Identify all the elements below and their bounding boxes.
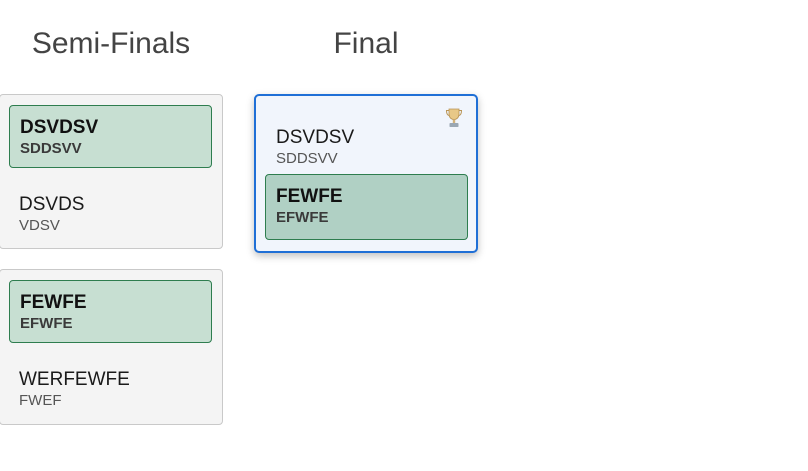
participant-slot[interactable]: DSVDS VDSV [9, 183, 212, 243]
participant-slot[interactable]: DSVDSV SDDSVV [266, 116, 469, 176]
trophy-icon [445, 108, 463, 127]
participant-name: DSVDS [19, 194, 85, 215]
participant-slot-winner[interactable]: FEWFE EFWFE [265, 174, 468, 240]
participant-slot-winner[interactable]: DSVDSV SDDSVV [9, 105, 212, 168]
round-title-final: Final [333, 27, 399, 60]
participant-name: DSVDSV [20, 117, 99, 138]
participant-subtitle: FWEF [19, 392, 62, 409]
participant-slot-winner[interactable]: FEWFE EFWFE [9, 280, 212, 343]
participant-name: DSVDSV [276, 127, 355, 148]
semifinal-match-2[interactable]: FEWFE EFWFE WERFEWFE FWEF [0, 269, 223, 425]
participant-subtitle: EFWFE [20, 315, 73, 332]
participant-subtitle: SDDSVV [276, 150, 338, 167]
round-title-semifinals: Semi-Finals [31, 27, 191, 60]
final-match[interactable]: DSVDSV SDDSVV FEWFE EFWFE [254, 94, 478, 253]
participant-subtitle: EFWFE [276, 209, 329, 226]
participant-subtitle: SDDSVV [20, 140, 82, 157]
participant-name: WERFEWFE [19, 369, 130, 390]
participant-name: FEWFE [276, 186, 343, 207]
participant-name: FEWFE [20, 292, 87, 313]
participant-subtitle: VDSV [19, 217, 60, 234]
participant-slot[interactable]: WERFEWFE FWEF [9, 358, 212, 418]
semifinal-match-1[interactable]: DSVDSV SDDSVV DSVDS VDSV [0, 94, 223, 249]
